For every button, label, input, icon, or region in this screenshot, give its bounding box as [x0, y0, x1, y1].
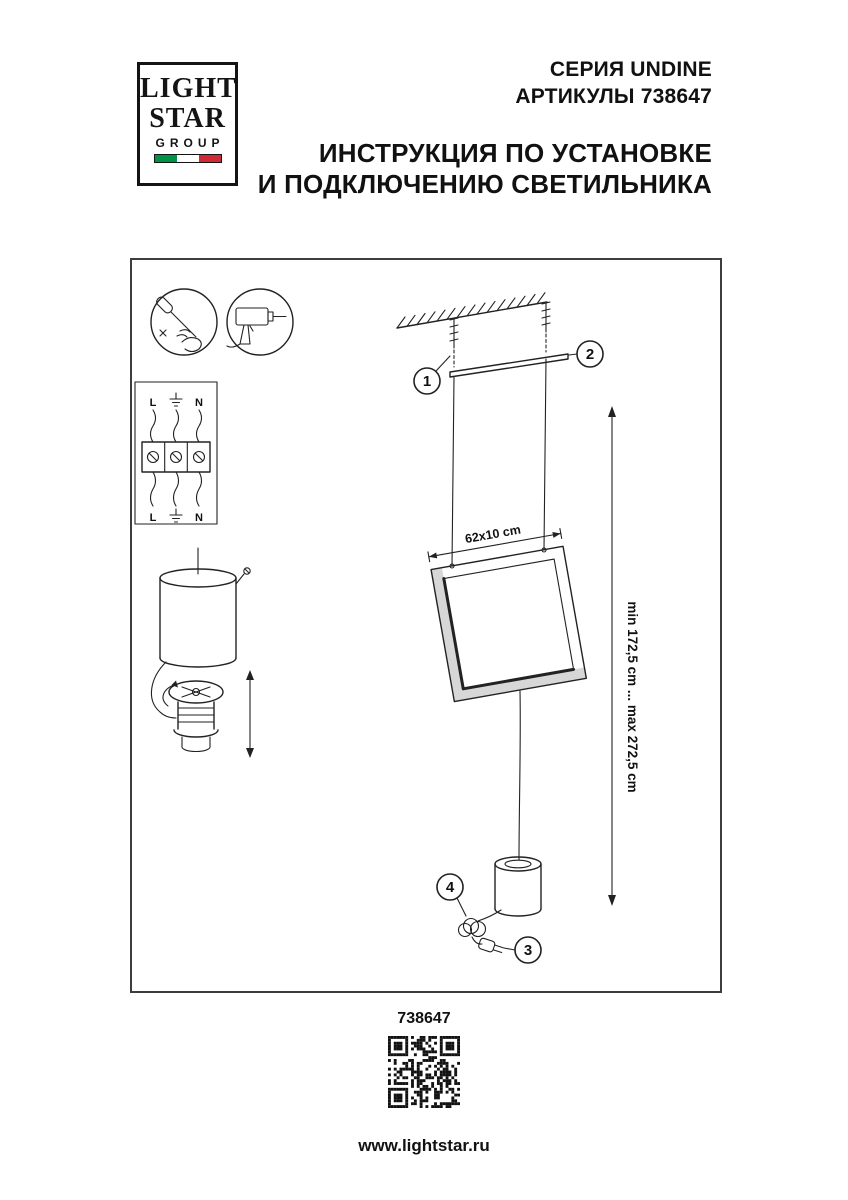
- installation-diagram-frame: L N L N: [130, 258, 722, 993]
- installation-diagram: L N L N: [134, 288, 640, 964]
- callout-1-number: 1: [423, 373, 431, 390]
- article-label: АРТИКУЛЫ 738647: [515, 85, 712, 108]
- callout-3: 3: [503, 936, 542, 964]
- italian-flag-icon: [153, 154, 222, 163]
- wires-bottom: [149, 471, 203, 507]
- flag-red-segment: [198, 155, 221, 162]
- shade-detail: [150, 547, 251, 719]
- footer-article-number: 738647: [397, 1010, 451, 1027]
- callout-3-number: 3: [524, 942, 532, 959]
- panel-size-dimension: 62x10 cm: [427, 523, 563, 563]
- wiring-label-n-bottom: N: [195, 512, 203, 524]
- screw-icon: [235, 567, 251, 585]
- wiring-label-n-top: N: [195, 397, 203, 409]
- canopy-detail: [162, 670, 254, 758]
- wiring-label-l-top: L: [150, 397, 157, 409]
- rotation-arrow-icon: [162, 680, 178, 707]
- lightstar-logo: LIGHT STAR GROUP: [137, 62, 238, 186]
- callout-4: 4: [436, 873, 467, 917]
- flag-border: [153, 154, 222, 163]
- qr-code: [388, 1036, 460, 1108]
- power-plug-icon: [478, 937, 504, 954]
- base-cylinder: [494, 856, 542, 917]
- logo-word-group: GROUP: [155, 136, 225, 150]
- callout-1: 1: [413, 355, 451, 395]
- earth-icon-bottom: [169, 508, 183, 523]
- flag-green-segment: [154, 155, 177, 162]
- flag-white-segment: [176, 155, 199, 162]
- wiring-diagram: L N L N: [134, 381, 218, 525]
- title-line-2: И ПОДКЛЮЧЕНИЮ СВЕТИЛЬНИКА: [257, 169, 712, 199]
- power-cord: [518, 690, 521, 861]
- wires-top: [149, 409, 203, 443]
- callout-2-number: 2: [586, 346, 594, 363]
- manual-tool-circle: [150, 288, 218, 356]
- website-url: www.lightstar.ru: [358, 1136, 490, 1155]
- cord-coil: [457, 909, 502, 945]
- height-adjust-arrow-icon: [246, 670, 254, 758]
- height-range-label: min 172,5 cm ... max 272,5 cm: [625, 601, 640, 792]
- twist-lock-plate: [181, 686, 211, 698]
- height-range-dimension: min 172,5 cm ... max 272,5 cm: [608, 406, 640, 906]
- earth-icon-top: [169, 392, 183, 407]
- anchor-screw-right: [541, 301, 551, 353]
- drill-circle: [226, 288, 294, 356]
- suspension-cable-right: [543, 358, 547, 551]
- document-header: СЕРИЯ UNDINE АРТИКУЛЫ 738647 ИНСТРУКЦИЯ …: [258, 56, 712, 200]
- hand-screwdriver-icon: [156, 296, 202, 353]
- callout-2: 2: [568, 340, 604, 368]
- suspension-bar: [449, 353, 569, 378]
- panel-size-label: 62x10 cm: [464, 523, 522, 547]
- ceiling: [396, 292, 548, 329]
- series-label: СЕРИЯ UNDINE: [549, 58, 712, 81]
- electric-screwdriver-icon: [226, 307, 287, 348]
- anchor-screw-left: [449, 317, 459, 368]
- light-panel: 62x10 cm: [427, 523, 588, 703]
- wiring-label-l-bottom: L: [150, 512, 157, 524]
- logo-word-star: STAR: [149, 103, 226, 134]
- terminal-block: [141, 441, 211, 473]
- title-line-1: ИНСТРУКЦИЯ ПО УСТАНОВКЕ: [318, 138, 712, 168]
- logo-word-light: LIGHT: [140, 73, 237, 104]
- suspension-cable-left: [451, 376, 455, 567]
- tool-icons: [150, 288, 294, 356]
- shade-cord: [150, 661, 177, 719]
- ceiling-hatch: [396, 292, 546, 329]
- callout-4-number: 4: [446, 879, 455, 896]
